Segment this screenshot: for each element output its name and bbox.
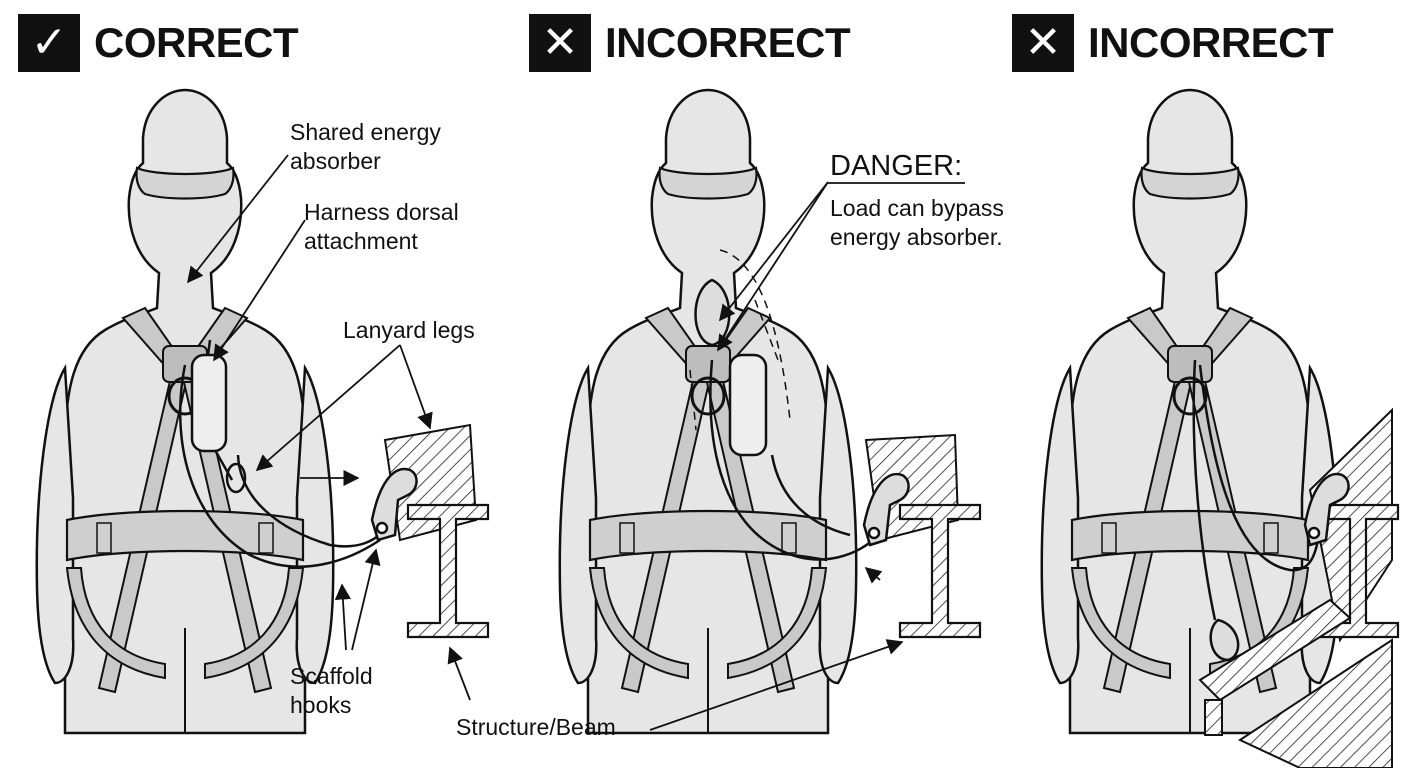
panel-header-correct: ✓ CORRECT [18,14,299,72]
scaffold-hook-incorrect-2 [1303,472,1350,547]
lanyard-incorrect-2 [1192,359,1320,662]
scaffold-hook-incorrect-1 [862,472,910,547]
label-line: Load can bypass [830,195,1004,221]
label-harness-dorsal-attachment: Harness dorsal attachment [304,198,459,256]
label-line: Shared energy [290,119,441,145]
label-line: absorber [290,148,381,174]
bypass-dashes [689,249,791,431]
lanyard-correct [179,339,386,568]
leader-lines-correct [186,154,471,701]
panel-header-incorrect-1: ✕ INCORRECT [529,14,851,72]
worker-figure-incorrect-1 [558,88,858,735]
label-lanyard-legs: Lanyard legs [343,317,475,343]
beam-correct [383,423,490,639]
lanyard-incorrect-1 [694,278,879,561]
check-icon: ✓ [18,14,80,72]
panel-heading-incorrect-1: INCORRECT [605,19,851,66]
panel-heading-incorrect-2: INCORRECT [1088,19,1334,66]
panel-header-incorrect-2: ✕ INCORRECT [1012,14,1334,72]
label-line: Harness dorsal [304,199,459,225]
panel-heading-correct: CORRECT [94,19,299,66]
label-line: Scaffold [290,663,373,689]
label-danger-description: Load can bypass energy absorber. [830,194,1004,252]
x-icon: ✕ [529,14,591,72]
label-line: hooks [290,692,352,718]
beam-incorrect-2 [1198,407,1400,768]
label-scaffold-hooks: Scaffold hooks [290,662,373,720]
label-line: attachment [304,228,418,254]
worker-figure-correct [35,88,335,735]
label-structure-beam: Structure/Beam [456,714,616,740]
danger-heading: DANGER: [830,150,963,182]
label-shared-energy-absorber: Shared energy absorber [290,118,441,176]
label-line: energy absorber. [830,224,1003,250]
scaffold-hook-correct [370,467,418,542]
leader-lines-incorrect-1 [649,181,904,731]
x-icon: ✕ [1012,14,1074,72]
